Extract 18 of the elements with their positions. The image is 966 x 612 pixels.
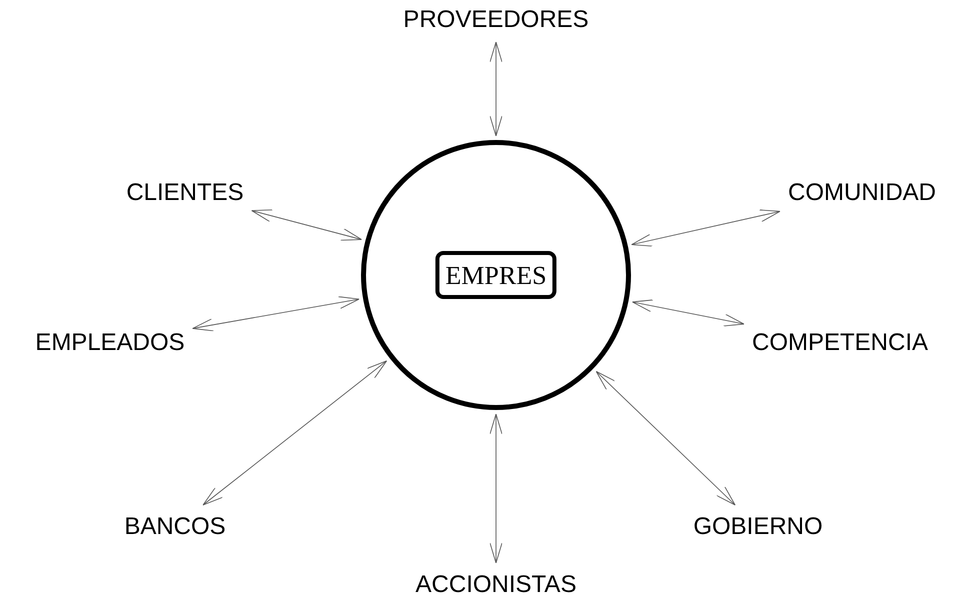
stakeholder-label: BANCOS xyxy=(124,513,226,541)
double-arrow xyxy=(596,370,736,506)
stakeholder-label: ACCIONISTAS xyxy=(416,571,576,599)
stakeholder-label: PROVEEDORES xyxy=(403,6,589,34)
double-arrow xyxy=(632,300,744,326)
stakeholder-label: COMUNIDAD xyxy=(788,179,936,207)
double-arrow xyxy=(490,414,502,564)
double-arrow xyxy=(631,210,780,246)
double-arrow xyxy=(192,296,360,332)
double-arrow xyxy=(202,360,388,506)
double-arrow xyxy=(251,209,362,241)
center-box: EMPRES xyxy=(435,251,557,299)
double-arrow xyxy=(490,42,502,136)
circle-outline xyxy=(361,140,631,410)
stakeholder-label: COMPETENCIA xyxy=(752,329,928,357)
stakeholder-label: CLIENTES xyxy=(126,179,244,207)
stakeholder-label: GOBIERNO xyxy=(693,513,823,541)
stakeholder-label: EMPLEADOS xyxy=(35,329,185,357)
